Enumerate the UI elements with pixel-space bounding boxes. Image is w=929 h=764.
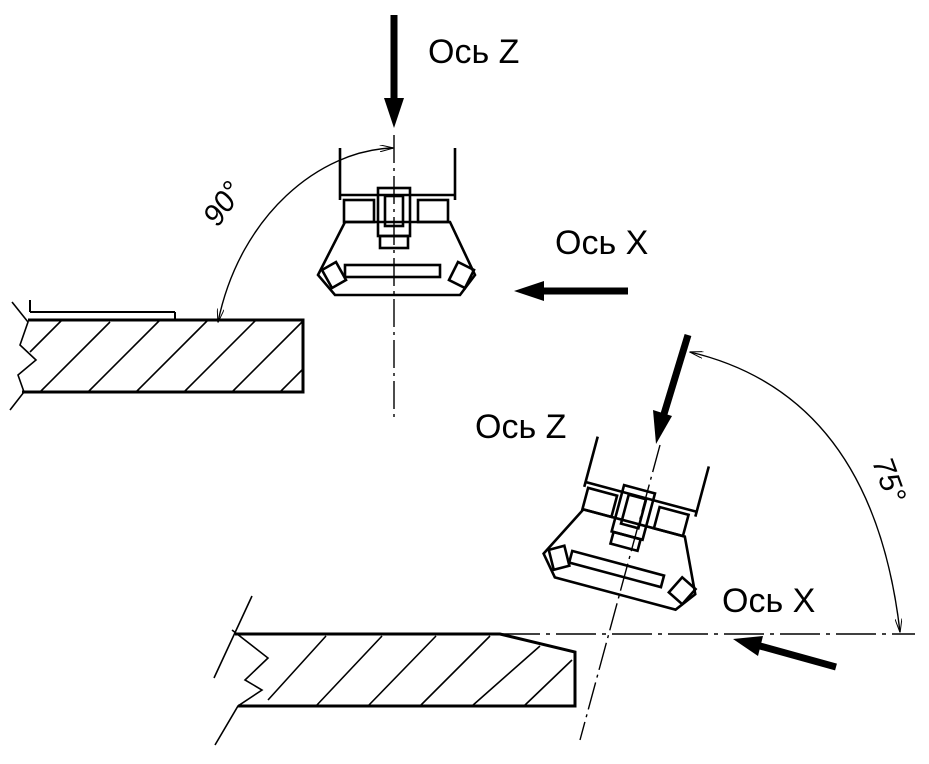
upper-angle-arc	[218, 148, 393, 322]
lower-axis-z-label: Ось Z	[475, 408, 566, 446]
upper-tool-head	[316, 148, 477, 297]
upper-z-axis-arrow	[384, 15, 404, 128]
lower-tool-head	[542, 436, 711, 612]
upper-x-axis-arrow	[514, 281, 628, 301]
lower-angle-arc	[690, 352, 900, 632]
upper-setup: Ось Z Ось X 90°	[9, 15, 648, 420]
upper-axis-z-label: Ось Z	[428, 33, 519, 71]
upper-workpiece	[9, 300, 305, 411]
lower-angle-label: 75°	[865, 453, 912, 507]
lower-center-line	[579, 444, 661, 741]
upper-angle-label: 90°	[197, 176, 250, 232]
upper-axis-x-label: Ось X	[555, 224, 648, 262]
lower-setup: Ось Z Ось X 75°	[213, 333, 915, 746]
lower-z-axis-arrow	[653, 333, 692, 444]
lower-axis-x-label: Ось X	[722, 582, 815, 620]
lower-workpiece	[213, 595, 577, 746]
lower-x-axis-arrow	[733, 636, 837, 671]
